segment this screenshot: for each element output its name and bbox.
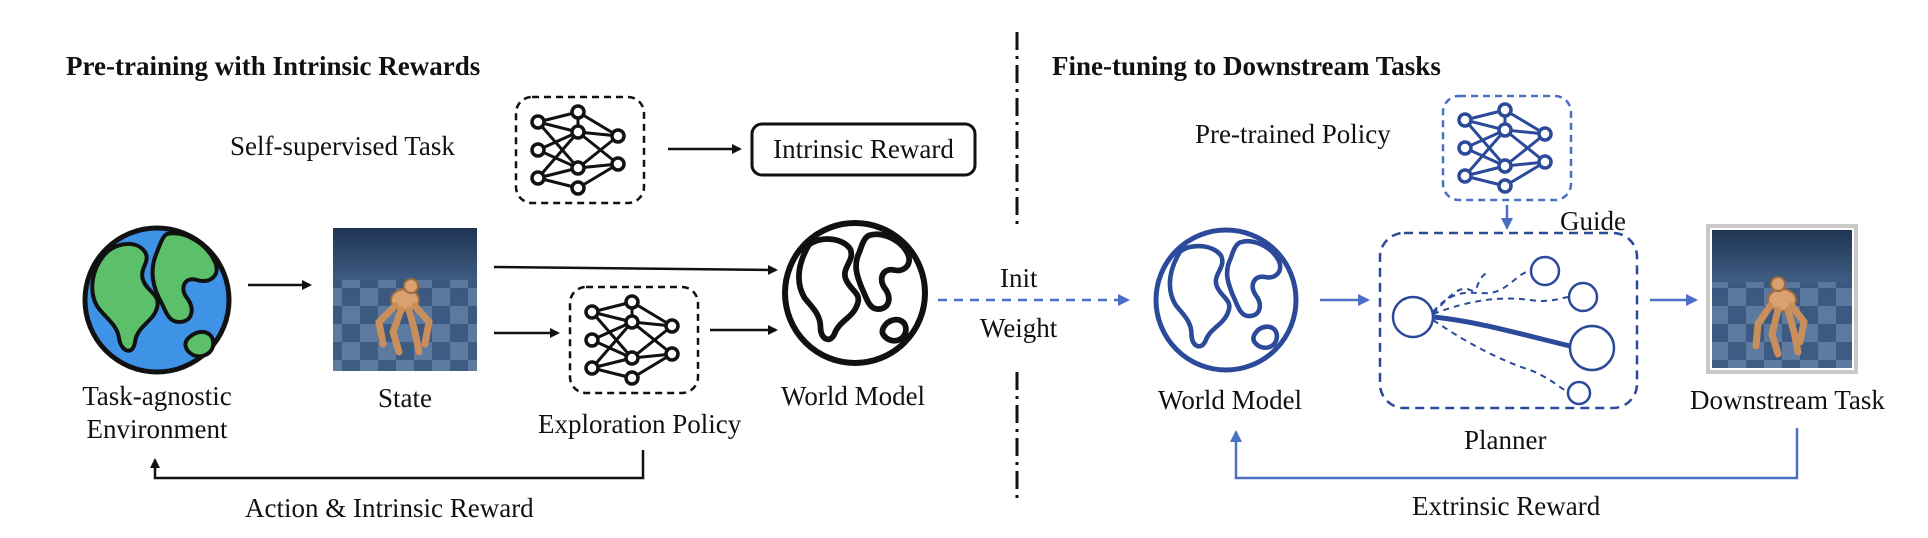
environment-label-line1: Task-agnostic bbox=[82, 381, 232, 411]
pretraining-title: Pre-training with Intrinsic Rewards bbox=[66, 51, 481, 81]
world-model-blue-globe-icon bbox=[1153, 227, 1299, 373]
exploration-policy-icon bbox=[584, 294, 680, 386]
downstream-robot-icon bbox=[1752, 276, 1808, 358]
exploration-policy-box bbox=[568, 285, 700, 395]
planner-label: Planner bbox=[1464, 425, 1547, 455]
world-model-globe-icon bbox=[782, 220, 928, 366]
intrinsic-reward-label: Intrinsic Reward bbox=[773, 134, 954, 164]
self-supervised-network-icon bbox=[530, 104, 626, 196]
self-supervised-network-box bbox=[514, 95, 646, 205]
planner-graph-icon bbox=[1391, 255, 1616, 406]
init-label: Init bbox=[1000, 263, 1038, 293]
world-model-right-label: World Model bbox=[1158, 385, 1303, 415]
downstream-task-image bbox=[1706, 224, 1858, 374]
pretrained-policy-box bbox=[1441, 94, 1573, 202]
world-model-label: World Model bbox=[781, 381, 926, 411]
finetuning-title: Fine-tuning to Downstream Tasks bbox=[1052, 51, 1441, 81]
planner-box bbox=[1378, 231, 1639, 410]
state-label: State bbox=[378, 383, 432, 413]
pretrained-policy-icon bbox=[1457, 102, 1553, 194]
action-intrinsic-reward-label: Action & Intrinsic Reward bbox=[245, 493, 534, 523]
pretrained-policy-label: Pre-trained Policy bbox=[1195, 119, 1391, 149]
intrinsic-reward-box bbox=[750, 122, 977, 177]
robot-icon bbox=[375, 278, 433, 356]
self-supervised-task-label: Self-supervised Task bbox=[230, 131, 455, 161]
exploration-policy-label: Exploration Policy bbox=[538, 409, 742, 439]
globe-icon bbox=[82, 225, 232, 375]
environment-label-line2: Environment bbox=[86, 414, 228, 444]
downstream-task-label: Downstream Task bbox=[1690, 385, 1885, 415]
robot-state-image bbox=[333, 228, 477, 371]
weight-label: Weight bbox=[980, 313, 1058, 343]
extrinsic-reward-label: Extrinsic Reward bbox=[1412, 491, 1601, 521]
guide-label: Guide bbox=[1560, 206, 1626, 236]
